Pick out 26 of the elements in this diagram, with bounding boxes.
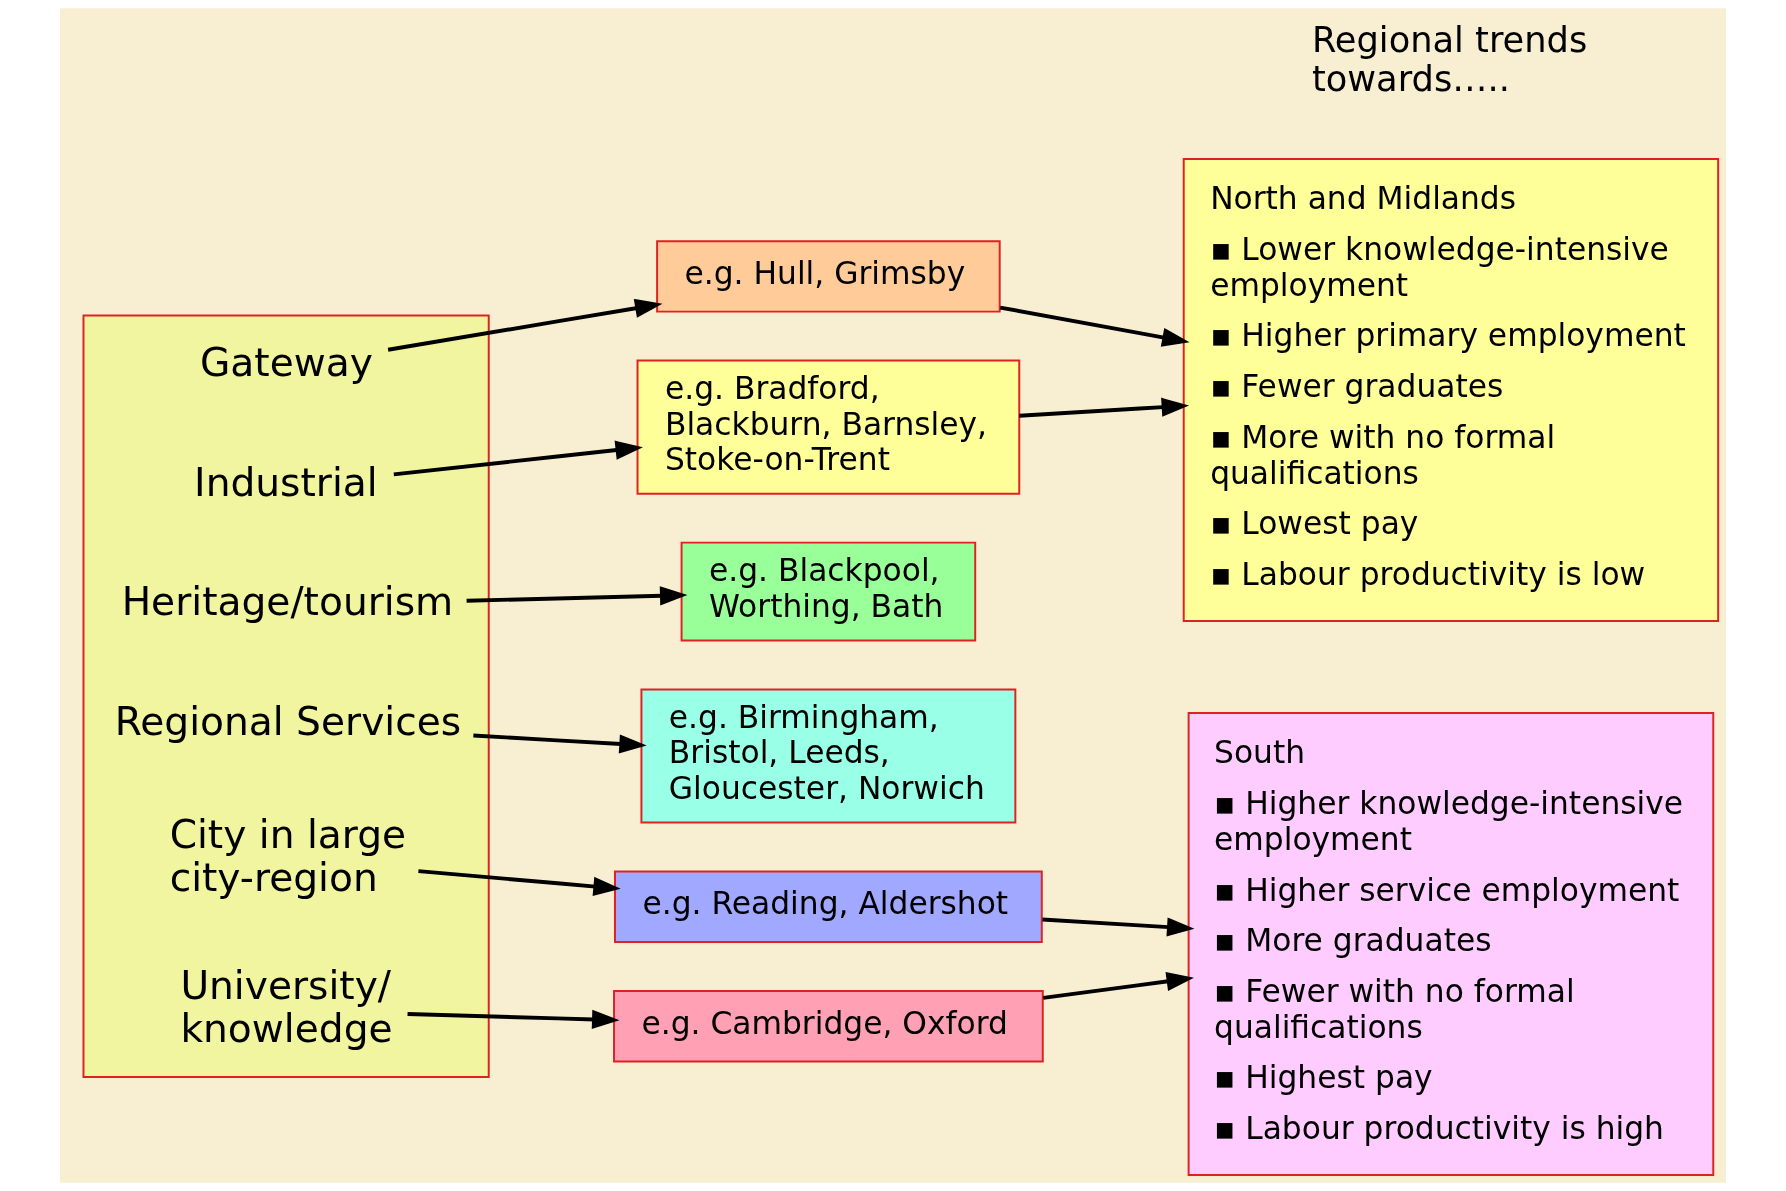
arrow <box>1042 917 1195 937</box>
node-box: e.g. Cambridge, Oxford <box>613 989 1044 1063</box>
arrow <box>1019 397 1190 418</box>
arrow <box>999 305 1190 347</box>
node-text: Gateway <box>199 340 373 386</box>
arrow <box>1043 971 1194 1000</box>
node-box: South ▪ Higher knowledge-intensive employment ▪ Higher service employment ▪ More graduates ▪ Fewer with no formal qualifications ▪ Highest pay ▪ Labour productivity is high <box>1187 712 1715 1176</box>
node-text: University/ knowledge <box>180 962 393 1051</box>
arrow <box>387 298 663 352</box>
arrow <box>466 586 688 606</box>
node-box: e.g. Hull, Grimsby <box>656 240 1001 313</box>
node-box: e.g. Blackpool, Worthing, Bath <box>680 541 977 642</box>
node-box: North and Midlands ▪ Lower knowledge-intensive employment ▪ Higher primary employment ▪ Fewer graduates ▪ More with no formal qualifications ▪ Lowest pay ▪ Labour productivity is low <box>1182 157 1720 622</box>
arrow <box>393 440 643 477</box>
arrow <box>418 869 621 897</box>
cluster <box>82 314 490 1079</box>
node-box: e.g. Bradford, Blackburn, Barnsley, Stoke-on-Trent <box>636 359 1021 495</box>
node-text: City in large city-region <box>169 812 407 901</box>
node-box: e.g. Reading, Aldershot <box>614 870 1043 943</box>
arrow <box>407 1009 620 1029</box>
arrow <box>473 733 647 754</box>
node-text: Regional Services <box>114 698 462 744</box>
node-box: e.g. Birmingham, Bristol, Leeds, Gloucester, Norwich <box>640 688 1017 824</box>
node-text: Heritage/tourism <box>121 579 454 625</box>
label: Regional trends towards….. <box>1311 19 1588 100</box>
node-text: Industrial <box>194 459 378 505</box>
